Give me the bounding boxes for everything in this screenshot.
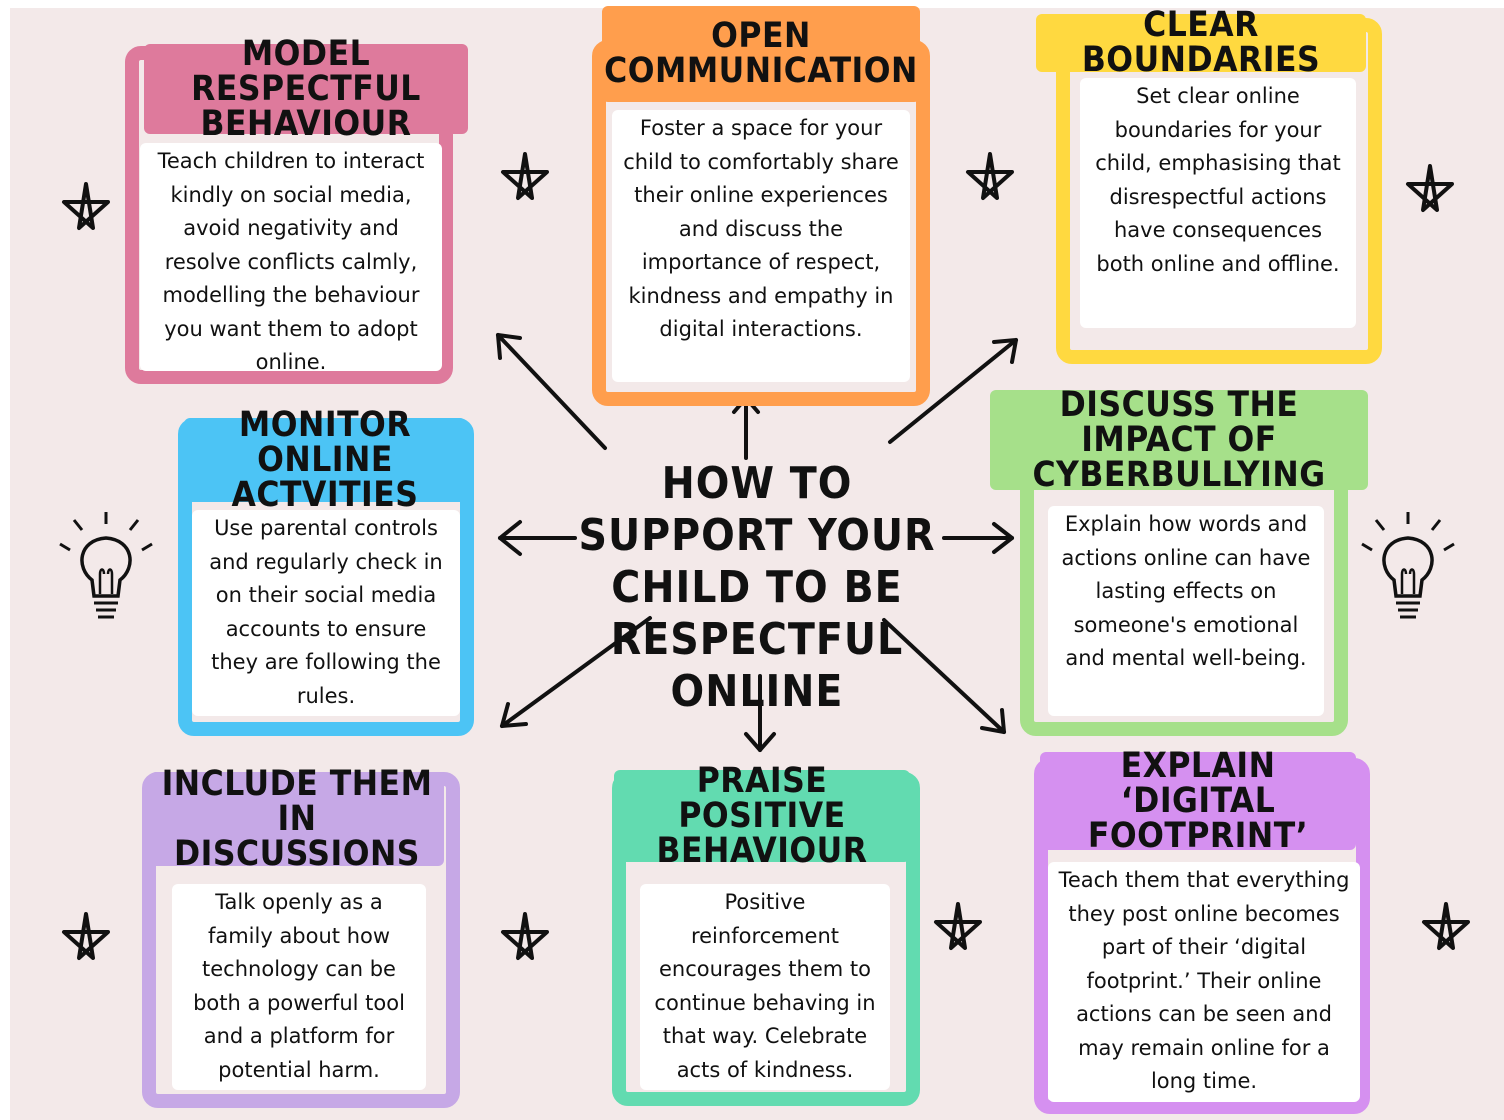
star-icon <box>62 182 110 230</box>
lightbulb-icon <box>58 510 154 619</box>
card-title: INCLUDE THEM IN DISCUSSIONS <box>150 766 444 871</box>
card-body: Use parental controls and regularly chec… <box>192 510 460 716</box>
card-body: Foster a space for your child to comfort… <box>612 110 910 382</box>
card-body: Teach them that everything they post onl… <box>1048 862 1360 1102</box>
star-icon <box>501 912 549 960</box>
card-body: Talk openly as a family about how techno… <box>172 884 426 1090</box>
star-icon <box>966 152 1014 200</box>
arrow-icon <box>498 520 577 556</box>
arrow-icon <box>496 333 607 450</box>
arrow-icon <box>942 522 1014 554</box>
card-title: DISCUSS THE IMPACT OF CYBERBULLYING <box>990 387 1368 492</box>
card-body: Explain how words and actions online can… <box>1048 506 1324 716</box>
arrow-icon <box>732 396 760 460</box>
star-icon <box>934 902 982 950</box>
card-body: Positive reinforcement encourages them t… <box>640 884 890 1090</box>
star-icon <box>62 912 110 960</box>
card-title: MODEL RESPECTFUL BEHAVIOUR <box>144 36 468 141</box>
card-title: MONITOR ONLINE ACTVITIES <box>184 407 466 512</box>
arrow-icon <box>500 616 652 728</box>
central-topic: HOW TO SUPPORT YOUR CHILD TO BE RESPECTF… <box>578 458 936 717</box>
arrow-icon <box>888 338 1018 444</box>
card-title: EXPLAIN ‘DIGITAL FOOTPRINT’ <box>1040 748 1356 853</box>
star-icon <box>1422 902 1470 950</box>
card-body: Teach children to interact kindly on soc… <box>140 143 442 374</box>
lightbulb-icon <box>1360 510 1456 619</box>
card-body: Set clear online boundaries for your chi… <box>1080 78 1356 328</box>
star-icon <box>501 152 549 200</box>
arrow-icon <box>882 618 1006 734</box>
arrow-icon <box>744 674 776 752</box>
card-title: OPEN COMMUNICATION <box>602 6 920 102</box>
star-icon <box>1406 164 1454 212</box>
card-title: CLEAR BOUNDARIES <box>1036 8 1366 78</box>
card-title: PRAISE POSITIVE BEHAVIOUR <box>614 763 910 868</box>
